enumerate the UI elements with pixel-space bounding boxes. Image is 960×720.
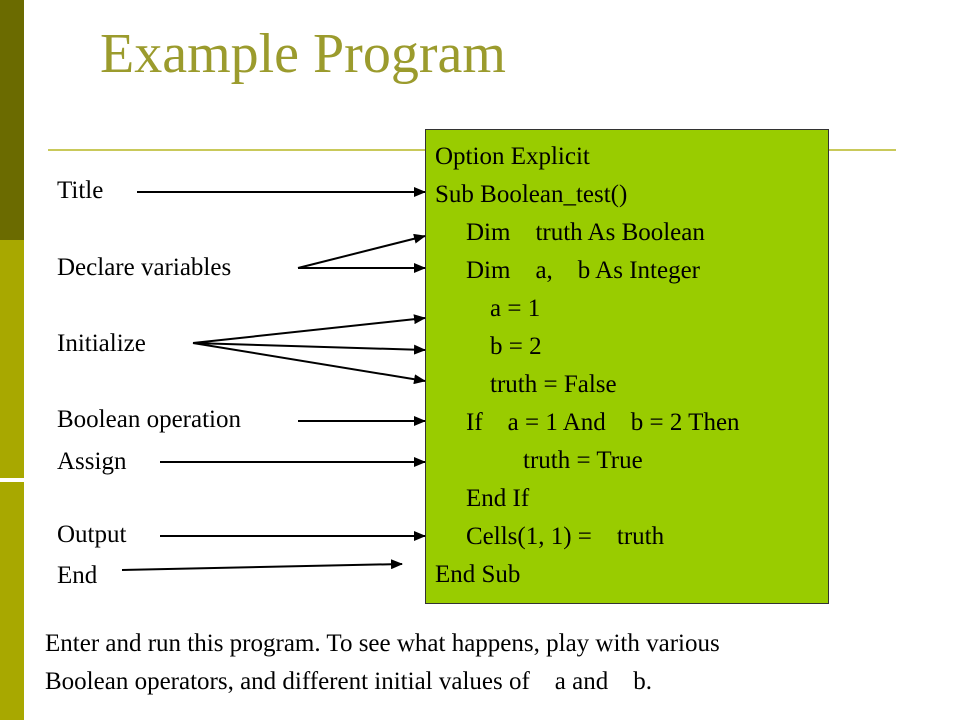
code-line: Dim a, b As Integer — [466, 257, 700, 284]
code-line: If a = 1 And b = 2 Then — [466, 409, 740, 436]
code-line: End If — [466, 485, 530, 512]
label-end: End — [57, 562, 98, 589]
label-boolean-operation: Boolean operation — [57, 406, 241, 433]
slide-title: Example Program — [100, 23, 506, 85]
left-accent-bar-dark — [0, 0, 24, 240]
code-line: Sub Boolean_test() — [435, 181, 628, 208]
arrow-initialize-3 — [192, 342, 426, 385]
code-box: Option Explicit Sub Boolean_test() Dim t… — [425, 129, 829, 604]
label-output: Output — [57, 521, 127, 548]
note-line-2: Boolean operators, and different initial… — [45, 668, 652, 695]
code-line: Cells(1, 1) = truth — [466, 523, 665, 550]
label-assign: Assign — [57, 448, 127, 475]
arrow-end — [121, 559, 403, 571]
code-line: a = 1 — [490, 295, 541, 322]
arrow-initialize-2 — [192, 342, 426, 355]
code-line: truth = False — [490, 371, 617, 398]
code-line: End Sub — [435, 561, 521, 588]
left-accent-divider — [0, 478, 24, 482]
arrow-initialize-1 — [192, 314, 426, 344]
code-line: truth = True — [523, 447, 643, 474]
label-initialize: Initialize — [57, 330, 146, 357]
note-line-1: Enter and run this program. To see what … — [45, 630, 720, 657]
label-title: Title — [57, 177, 104, 204]
code-line: Option Explicit — [435, 143, 590, 170]
code-line: Dim truth As Boolean — [466, 219, 705, 246]
label-declare-variables: Declare variables — [57, 254, 232, 281]
code-line: b = 2 — [490, 333, 542, 360]
arrow-declare-1 — [297, 233, 426, 269]
